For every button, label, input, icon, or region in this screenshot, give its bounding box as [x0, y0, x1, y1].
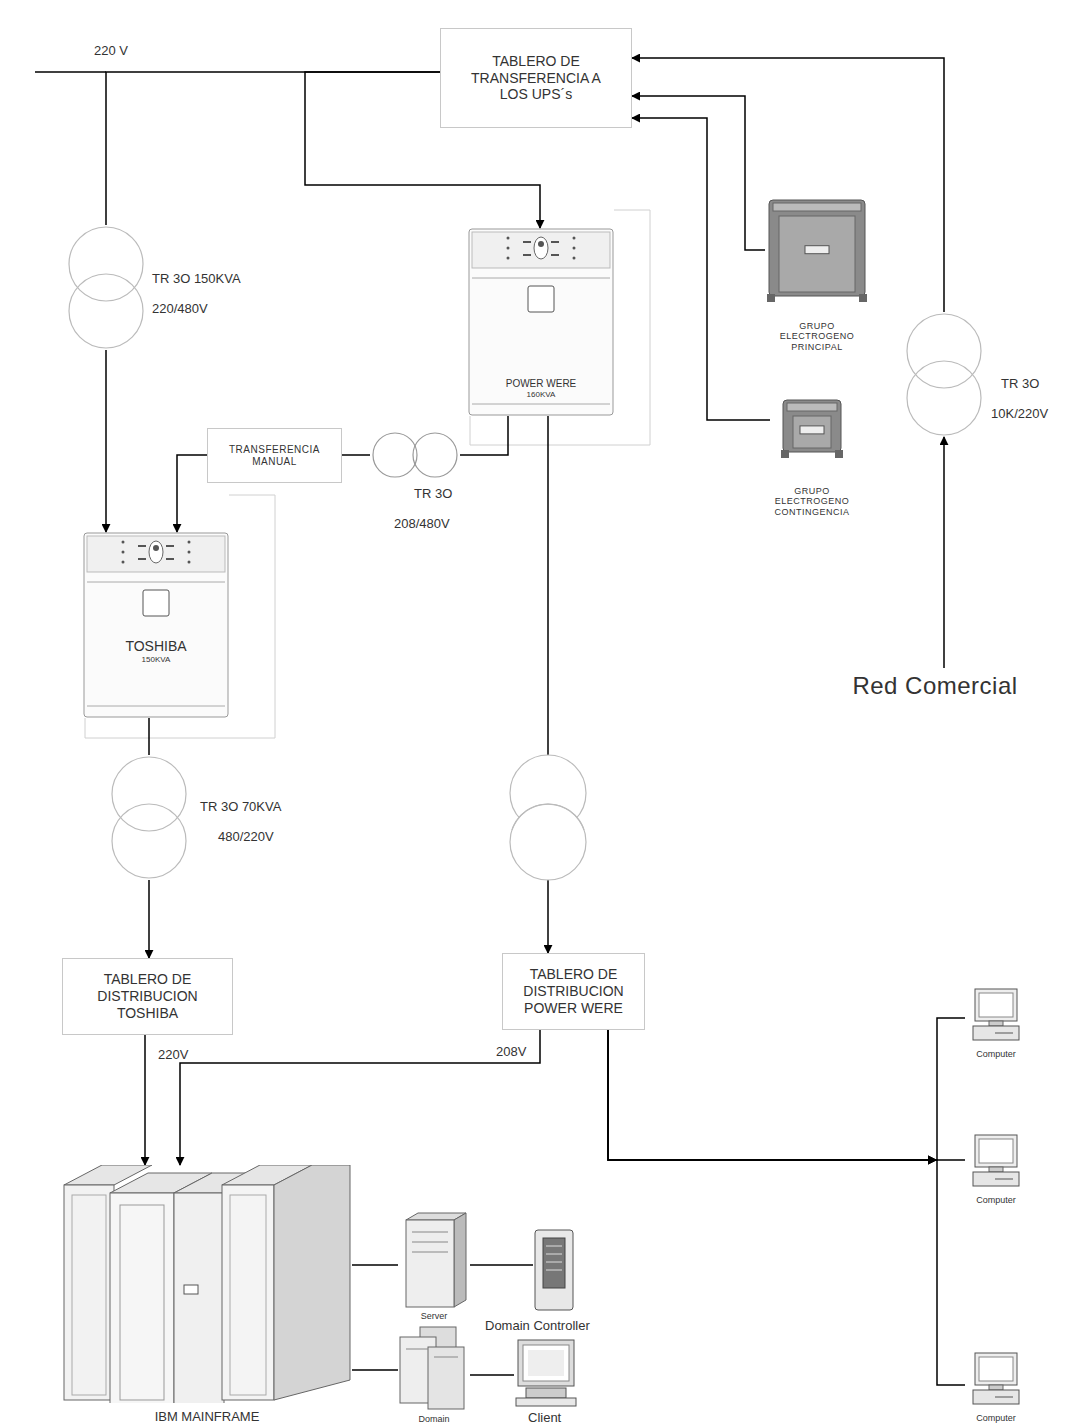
equipment-icon: [765, 198, 869, 304]
panel-box: TRANSFERENCIA MANUAL: [207, 428, 342, 483]
node-text: TR 3O: [414, 486, 452, 502]
node-text: TOSHIBA: [125, 638, 186, 655]
equipment-icon: [110, 755, 188, 880]
power-wire: [177, 455, 207, 532]
wire-label: 208V: [494, 1045, 528, 1059]
node-text: POWER WERE: [506, 378, 577, 390]
equipment-node: Domain: [398, 1325, 470, 1425]
equipment-icon: [67, 225, 145, 350]
panel-box: TABLERO DE DISTRIBUCION TOSHIBA: [62, 958, 233, 1035]
node-text: Red Comercial: [852, 672, 1017, 701]
power-wire: [632, 58, 944, 312]
power-wire: [106, 350, 107, 532]
power-wire: [352, 1370, 398, 1371]
power-wire: [342, 455, 370, 456]
equipment-icon: [779, 398, 845, 460]
equipment-node: Server: [398, 1212, 470, 1322]
node-text: TABLERO DE TRANSFERENCIA A LOS UPS´s: [471, 53, 601, 103]
equipment-icon: [514, 1338, 578, 1408]
power-wire: [460, 416, 508, 455]
node-text: TR 3O 70KVA: [200, 799, 281, 815]
power-wire: [106, 72, 440, 225]
node-text: Domain Controller: [485, 1318, 590, 1334]
ups-outline: [85, 495, 275, 738]
equipment-icon: [398, 1325, 470, 1411]
equipment-icon: [62, 1165, 352, 1403]
node-text: TRANSFERENCIA MANUAL: [225, 444, 325, 468]
equipment-icon: [905, 312, 983, 437]
equipment-node: TR 3O 70KVA480/220V: [110, 755, 188, 880]
voltage-label: 220 V: [92, 44, 130, 58]
equipment-node: IBM MAINFRAME: [62, 1165, 352, 1427]
power-wire: [145, 1035, 146, 1165]
panel-box: TABLERO DE TRANSFERENCIA A LOS UPS´s: [440, 28, 632, 128]
source-node: Red Comercial: [835, 668, 1035, 704]
equipment-node: GRUPO ELECTROGENO PRINCIPAL: [765, 198, 869, 353]
equipment-icon: [965, 1352, 1027, 1406]
equipment-node: TOSHIBA150KVA: [83, 532, 229, 718]
node-text: 10K/220V: [991, 406, 1048, 422]
wire-label: 220V: [156, 1048, 190, 1062]
power-wire: [149, 880, 150, 958]
equipment-node: Computer: [965, 988, 1027, 1060]
power-wire: [470, 1265, 533, 1266]
equipment-node: Computer: [965, 1352, 1027, 1424]
equipment-node: TR 3O 150KVA220/480V: [67, 225, 145, 350]
node-text: Server: [421, 1311, 448, 1322]
node-text: Computer: [976, 1195, 1016, 1206]
node-text: GRUPO ELECTROGENO CONTINGENCIA: [770, 486, 854, 518]
equipment-node: POWER WERE160KVA: [468, 228, 614, 416]
node-text: TABLERO DE DISTRIBUCION TOSHIBA: [85, 971, 210, 1021]
equipment-icon: [370, 432, 460, 478]
node-text: 220/480V: [152, 301, 208, 317]
power-wire: [352, 1265, 398, 1266]
equipment-icon: [533, 1228, 577, 1312]
power-wire: [944, 437, 945, 668]
node-text: 160KVA: [527, 390, 556, 400]
power-wire: [608, 1030, 965, 1385]
power-wire: [632, 96, 765, 250]
power-wire: [180, 1030, 540, 1165]
node-text: Client: [528, 1410, 561, 1426]
power-wire: [632, 118, 770, 420]
power-wire: [608, 1030, 965, 1165]
equipment-node: Computer: [965, 1134, 1027, 1206]
power-wire: [470, 1375, 514, 1376]
node-text: TR 3O 150KVA: [152, 271, 241, 287]
equipment-icon: [965, 988, 1027, 1042]
equipment-node: TR 3O208/480V: [370, 432, 460, 478]
node-text: TABLERO DE DISTRIBUCION POWER WERE: [511, 966, 636, 1016]
equipment-icon: [398, 1212, 470, 1322]
power-wire: [608, 1018, 965, 1165]
node-text: IBM MAINFRAME: [155, 1409, 260, 1425]
bus-line: [35, 71, 106, 73]
equipment-node: TR 3O10K/220V: [905, 312, 983, 437]
node-text: Domain: [418, 1414, 449, 1425]
power-wire: [149, 718, 150, 755]
node-text: 480/220V: [218, 829, 274, 845]
node-text: GRUPO ELECTROGENO PRINCIPAL: [777, 321, 857, 353]
node-text: TR 3O: [1001, 376, 1039, 392]
node-text: Computer: [976, 1049, 1016, 1060]
node-text: Computer: [976, 1413, 1016, 1424]
equipment-node: Client: [514, 1338, 578, 1408]
equipment-icon: [965, 1134, 1027, 1188]
node-text: 150KVA: [142, 655, 171, 665]
equipment-node: GRUPO ELECTROGENO CONTINGENCIA: [770, 398, 854, 518]
panel-box: TABLERO DE DISTRIBUCION POWER WERE: [502, 953, 645, 1030]
ups-outline: [470, 210, 650, 445]
equipment-icon: [83, 532, 229, 718]
equipment-node: Domain Controller: [533, 1228, 577, 1312]
node-text: 208/480V: [394, 516, 450, 532]
